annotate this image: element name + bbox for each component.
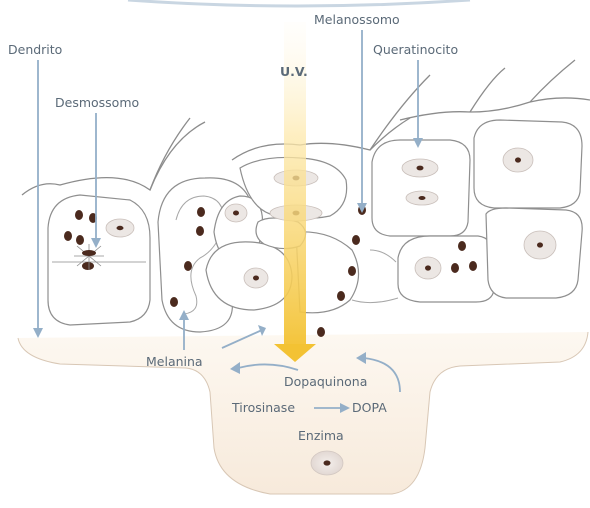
melanocyte-body xyxy=(18,332,588,494)
label-queratinocito: Queratinocito xyxy=(373,42,458,57)
label-enzima: Enzima xyxy=(298,428,344,443)
label-dopa: DOPA xyxy=(352,400,387,415)
label-uv: U.V. xyxy=(280,64,308,79)
label-melanossomo: Melanossomo xyxy=(314,12,400,27)
top-banner-edge xyxy=(128,0,470,6)
label-desmossomo: Desmossomo xyxy=(55,95,139,110)
label-dendrito: Dendrito xyxy=(8,42,62,57)
label-dopaquinona: Dopaquinona xyxy=(284,374,367,389)
label-tirosinase: Tirosinase xyxy=(231,400,295,415)
label-melanina: Melanina xyxy=(146,354,203,369)
